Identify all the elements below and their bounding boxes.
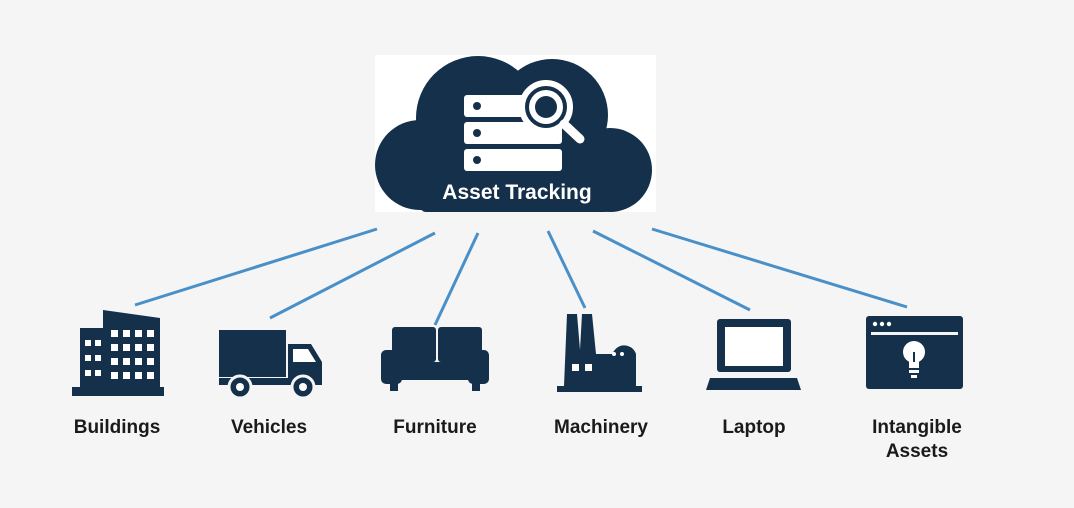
connector-vehicles	[269, 231, 436, 320]
item-label-machinery: Machinery	[554, 417, 648, 438]
connector-intangible	[651, 227, 908, 309]
hub-label: Asset Tracking	[442, 181, 591, 204]
magnifier-icon	[519, 80, 585, 144]
browser-lightbulb-icon	[866, 316, 963, 389]
connector-buildings	[134, 227, 378, 307]
building-icon	[72, 310, 164, 396]
item-vehicles: Vehicles	[219, 330, 322, 438]
factory-icon	[557, 314, 642, 392]
item-intangible-assets: Intangible Assets	[866, 316, 963, 462]
laptop-icon	[706, 319, 801, 390]
item-machinery: Machinery	[554, 314, 648, 438]
item-label-buildings: Buildings	[74, 417, 161, 438]
item-buildings: Buildings	[72, 310, 164, 438]
item-label-intangible-line2: Assets	[886, 441, 948, 462]
connectors	[134, 227, 908, 326]
truck-icon	[219, 330, 322, 400]
sofa-icon	[381, 327, 489, 391]
item-label-intangible-line1: Intangible	[872, 417, 962, 438]
connector-laptop	[592, 229, 751, 312]
connector-machinery	[546, 230, 587, 309]
item-label-furniture: Furniture	[393, 417, 476, 438]
item-laptop: Laptop	[706, 319, 801, 438]
connector-furniture	[433, 232, 480, 326]
item-furniture: Furniture	[381, 327, 489, 438]
asset-tracking-hub: Asset Tracking	[375, 55, 656, 212]
item-label-vehicles: Vehicles	[231, 417, 307, 438]
item-label-laptop: Laptop	[722, 417, 785, 438]
